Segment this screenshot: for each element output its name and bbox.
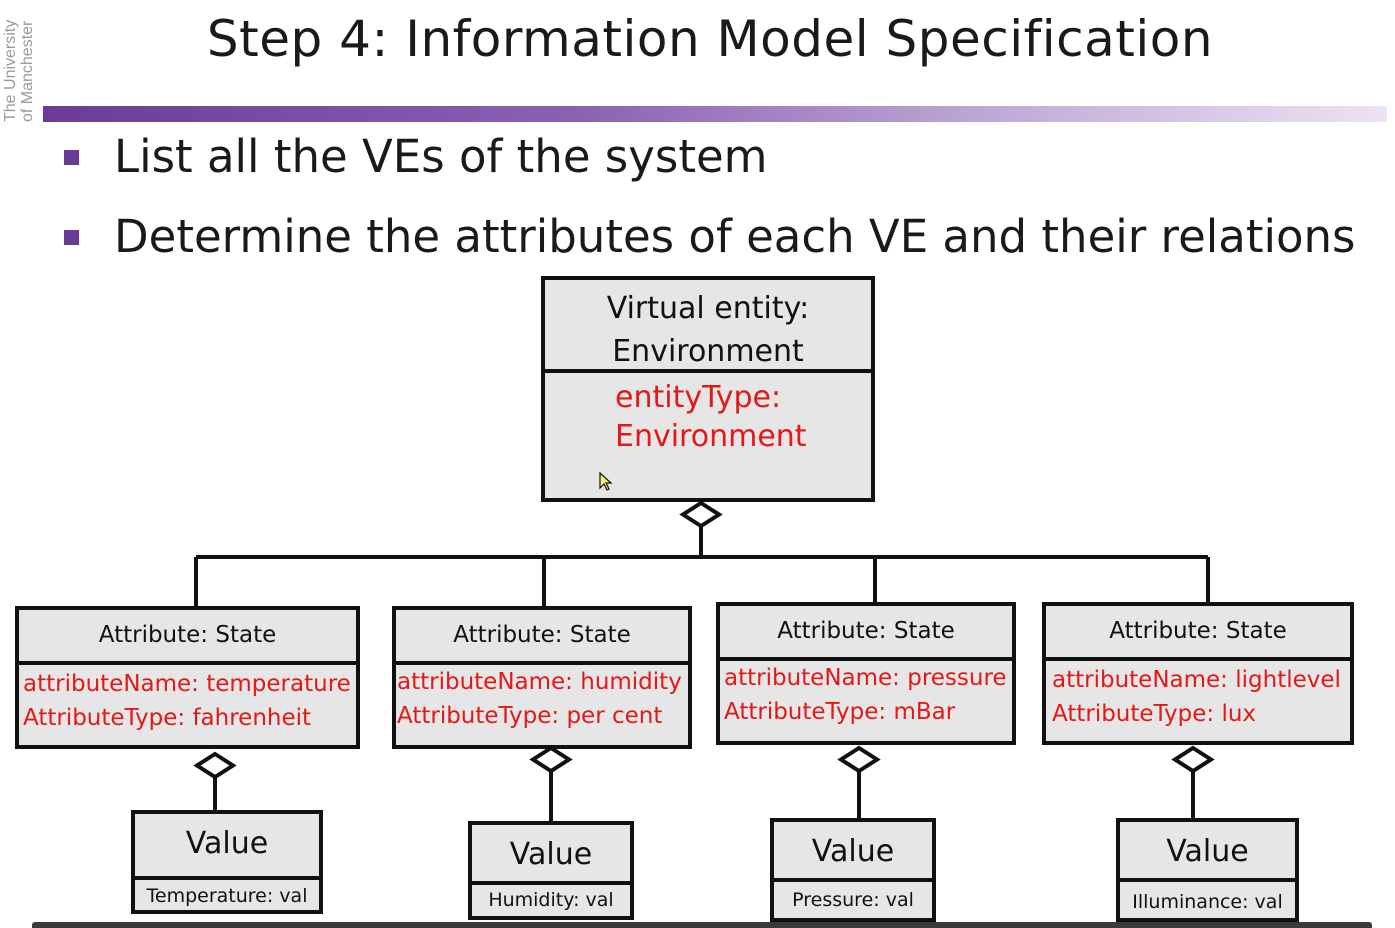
value-separator bbox=[135, 876, 319, 880]
virtual-entity-box: Virtual entity: Environment entityType: … bbox=[541, 276, 875, 502]
aggregation-diamond-icon bbox=[837, 745, 881, 774]
attribute-separator bbox=[396, 661, 688, 665]
value-box-humidity: Value Humidity: val bbox=[468, 821, 634, 920]
attribute-header: Attribute: State bbox=[1109, 618, 1287, 644]
aggregation-diamond-icon bbox=[1171, 745, 1215, 774]
bullet-text-2: Determine the attributes of each VE and … bbox=[114, 210, 1356, 263]
attribute-name: attributeName: temperature bbox=[23, 671, 351, 697]
attribute-header: Attribute: State bbox=[98, 622, 277, 648]
value-box-illuminance: Value Illuminance: val bbox=[1116, 818, 1299, 922]
aggregation-diamond-icon bbox=[679, 500, 723, 529]
value-box-temperature: Value Temperature: val bbox=[131, 810, 323, 914]
value-field: Temperature: val bbox=[146, 885, 308, 907]
attribute-type: AttributeType: mBar bbox=[724, 699, 956, 725]
attribute-box-humidity: Attribute: State attributeName: humidity… bbox=[392, 606, 692, 749]
entity-separator bbox=[545, 369, 871, 373]
attribute-type: AttributeType: per cent bbox=[397, 703, 663, 729]
attribute-name: attributeName: humidity bbox=[397, 669, 682, 695]
attribute-separator bbox=[720, 657, 1012, 661]
value-title: Value bbox=[509, 837, 593, 872]
attribute-type: AttributeType: lux bbox=[1052, 701, 1257, 727]
mouse-pointer-icon bbox=[599, 472, 613, 491]
bullet-text-1: List all the VEs of the system bbox=[114, 130, 768, 183]
attribute-separator bbox=[19, 661, 356, 665]
attribute-header: Attribute: State bbox=[777, 618, 955, 644]
value-separator bbox=[472, 881, 630, 885]
aggregation-diamond-icon bbox=[529, 745, 573, 774]
entity-attr-line-2: Environment bbox=[615, 419, 807, 454]
video-progress-scrollbar[interactable] bbox=[32, 922, 1372, 928]
entity-header-line-2: Environment bbox=[612, 334, 804, 369]
attribute-box-lightlevel: Attribute: State attributeName: lightlev… bbox=[1042, 602, 1354, 745]
slide-title: Step 4: Information Model Specification bbox=[206, 10, 1214, 68]
value-title: Value bbox=[811, 834, 895, 869]
value-separator bbox=[774, 878, 932, 882]
entity-attr-line-1: entityType: bbox=[615, 380, 782, 415]
value-separator bbox=[1120, 878, 1295, 882]
attribute-type: AttributeType: fahrenheit bbox=[23, 705, 312, 731]
value-field: Pressure: val bbox=[792, 889, 914, 911]
bullet-square-icon bbox=[64, 230, 79, 245]
title-underline-bar bbox=[43, 106, 1387, 122]
entity-header-line-1: Virtual entity: bbox=[606, 291, 810, 326]
attribute-name: attributeName: lightlevel bbox=[1052, 667, 1341, 693]
value-field: Humidity: val bbox=[488, 889, 614, 911]
attribute-separator bbox=[1046, 657, 1350, 661]
value-field: Illuminance: val bbox=[1132, 891, 1283, 913]
attribute-box-pressure: Attribute: State attributeName: pressure… bbox=[716, 602, 1016, 745]
attribute-name: attributeName: pressure bbox=[724, 665, 1007, 691]
attribute-header: Attribute: State bbox=[453, 622, 631, 648]
attribute-box-temperature: Attribute: State attributeName: temperat… bbox=[15, 606, 360, 749]
value-box-pressure: Value Pressure: val bbox=[770, 818, 936, 922]
value-title: Value bbox=[1166, 834, 1249, 869]
bullet-square-icon bbox=[64, 150, 79, 165]
value-title: Value bbox=[185, 826, 269, 861]
aggregation-diamond-icon bbox=[193, 751, 237, 780]
